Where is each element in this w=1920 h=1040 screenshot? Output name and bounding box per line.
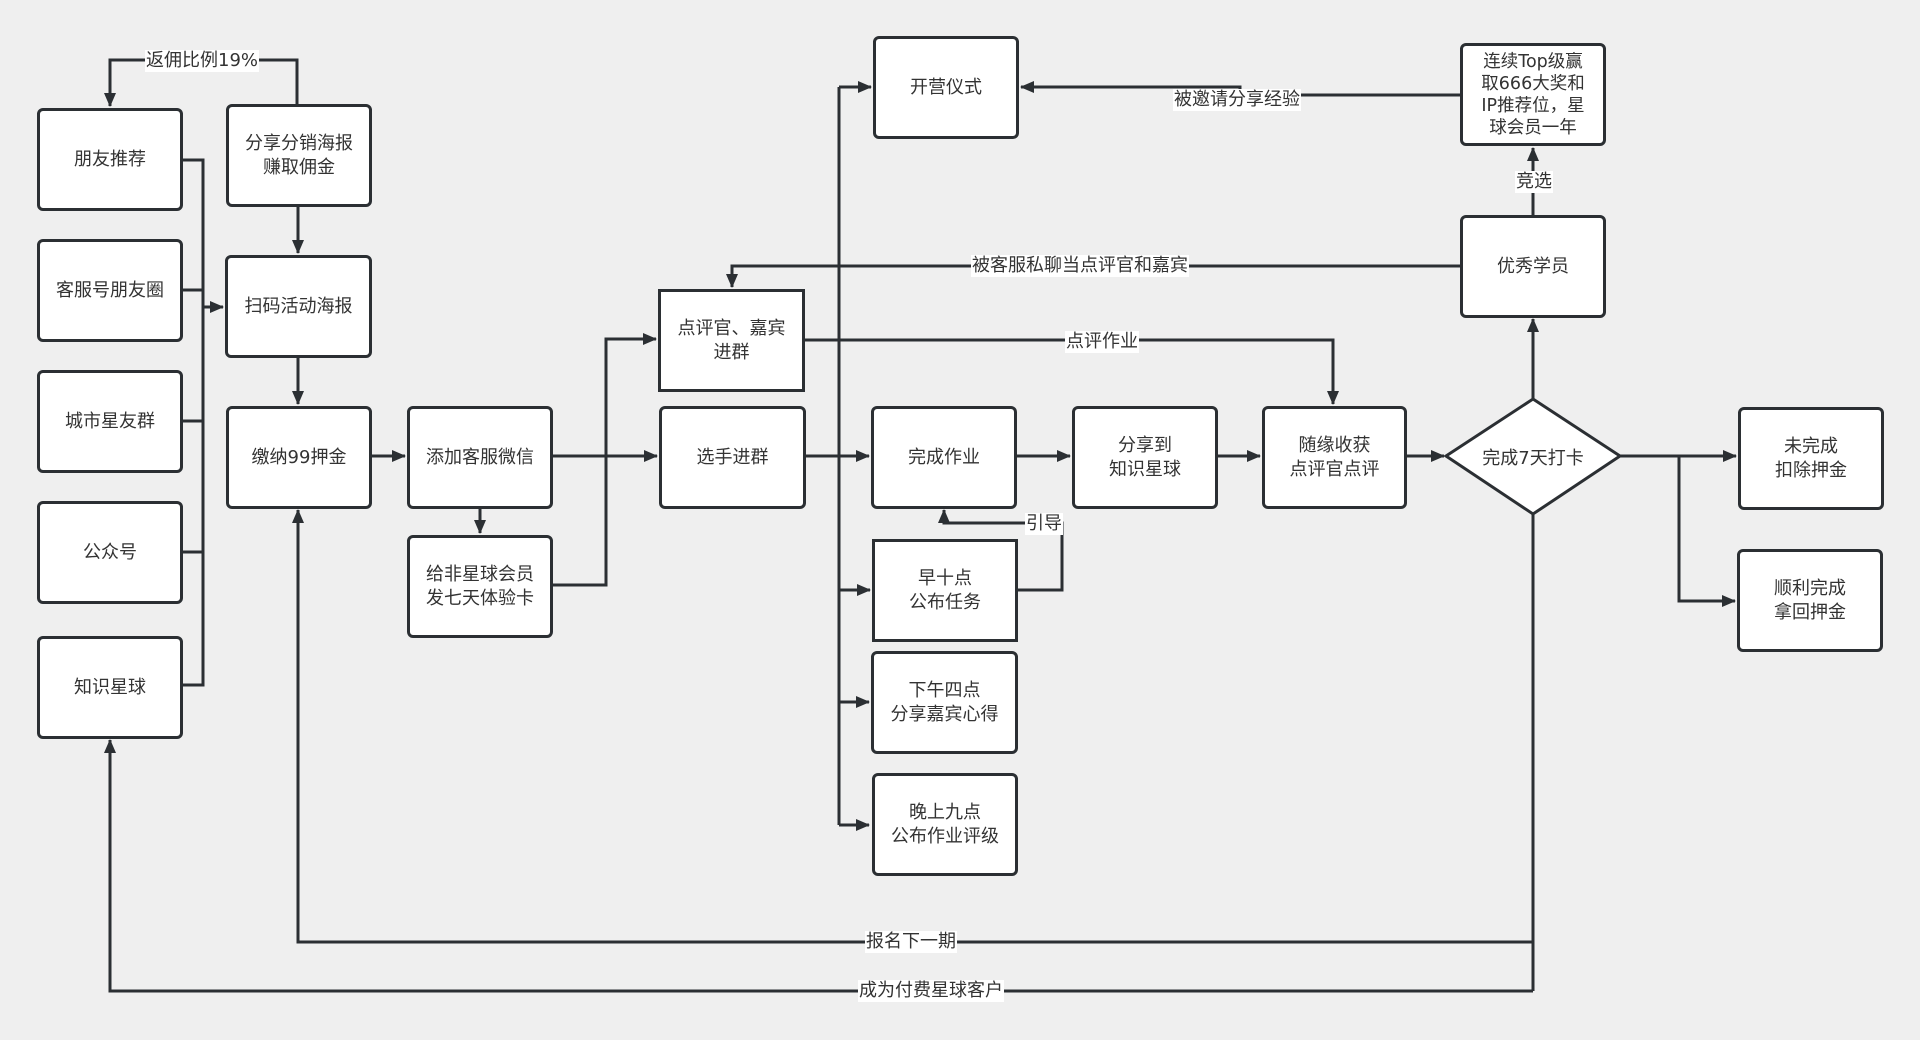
node-complete-success[interactable]: 顺利完成 拿回押金 xyxy=(1737,549,1883,652)
edge-become-paid xyxy=(104,739,1533,993)
edge-label-invited-share: 被邀请分享经验 xyxy=(1173,89,1301,111)
node-scan-poster[interactable]: 扫码活动海报 xyxy=(225,255,372,358)
decision-diamond-complete-7days[interactable] xyxy=(1443,397,1623,516)
node-excellent-student[interactable]: 优秀学员 xyxy=(1460,215,1606,318)
node-city-group[interactable]: 城市星友群 xyxy=(37,370,183,473)
edge-label-compete: 竞选 xyxy=(1515,171,1553,193)
node-finish-homework[interactable]: 完成作业 xyxy=(871,406,1017,509)
node-opening-ceremony[interactable]: 开营仪式 xyxy=(873,36,1019,139)
edge-diamond-to-success xyxy=(1677,456,1736,607)
edge-next-term xyxy=(292,509,1533,944)
node-knowledge-planet[interactable]: 知识星球 xyxy=(37,636,183,739)
edge-label-guide: 引导 xyxy=(1025,513,1063,535)
node-not-complete[interactable]: 未完成 扣除押金 xyxy=(1738,407,1884,510)
edge-label-become-paid: 成为付费星球客户 xyxy=(858,980,1004,1002)
node-share-poster[interactable]: 分享分销海报 赚取佣金 xyxy=(226,104,372,207)
node-cs-moments[interactable]: 客服号朋友圈 xyxy=(37,239,183,342)
node-get-review[interactable]: 随缘收获 点评官点评 xyxy=(1262,406,1407,509)
node-morning-task[interactable]: 早十点 公布任务 xyxy=(872,539,1018,642)
node-trial-card[interactable]: 给非星球会员 发七天体验卡 xyxy=(407,535,553,638)
node-friend-referral[interactable]: 朋友推荐 xyxy=(37,108,183,211)
edge-excellent-to-reviewer xyxy=(726,264,1460,288)
node-afternoon-share[interactable]: 下午四点 分享嘉宾心得 xyxy=(871,651,1018,754)
edge-reviewer-to-getreview xyxy=(805,338,1339,405)
edge-trial-to-reviewer xyxy=(553,333,657,587)
node-share-to-planet[interactable]: 分享到 知识星球 xyxy=(1072,406,1218,509)
node-reviewer-join[interactable]: 点评官、嘉宾 进群 xyxy=(658,289,805,392)
node-complete-7days-label: 完成7天打卡 xyxy=(1482,447,1584,469)
edge-label-commission: 返佣比例19% xyxy=(145,50,260,72)
edge-label-next-term: 报名下一期 xyxy=(865,931,957,953)
edge-label-review-homework: 点评作业 xyxy=(1065,331,1139,353)
node-official-account[interactable]: 公众号 xyxy=(37,501,183,604)
node-player-join[interactable]: 选手进群 xyxy=(659,406,806,509)
node-pay-deposit[interactable]: 缴纳99押金 xyxy=(226,406,372,509)
node-add-cs-wechat[interactable]: 添加客服微信 xyxy=(407,406,553,509)
edge-label-private-chat: 被客服私聊当点评官和嘉宾 xyxy=(971,255,1189,277)
node-evening-grade[interactable]: 晚上九点 公布作业评级 xyxy=(872,773,1018,876)
node-top-award[interactable]: 连续Top级赢 取666大奖和 IP推荐位，星 球会员一年 xyxy=(1460,43,1606,146)
